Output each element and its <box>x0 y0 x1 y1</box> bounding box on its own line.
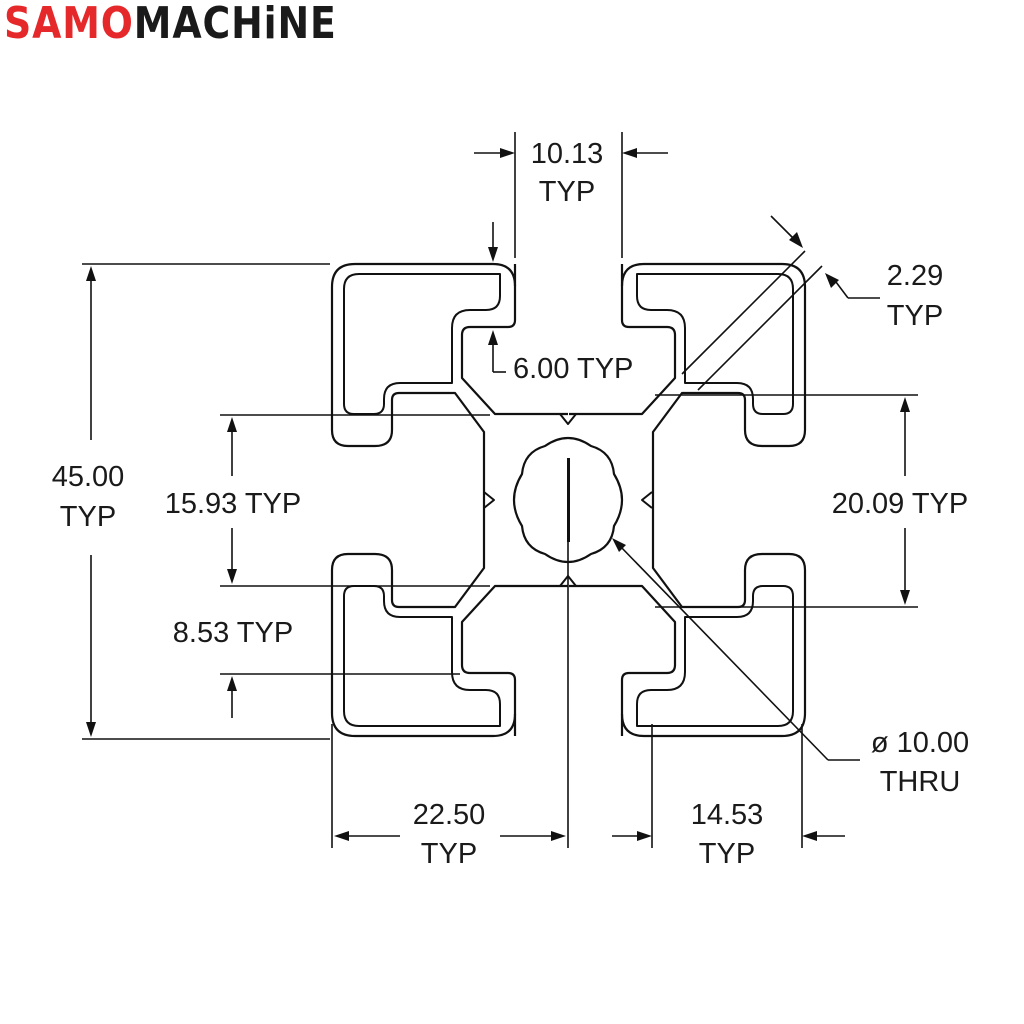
dim-corner-width-note: TYP <box>699 838 755 870</box>
brand-logo-part2: MACHiNE <box>133 0 337 49</box>
dim-corner-width-value: 14.53 <box>691 799 764 831</box>
dim-overall-value: 45.00 <box>52 461 125 493</box>
aluminum-profile-outline <box>330 262 807 848</box>
dim-slot-depth: 6.00 TYP <box>513 353 633 385</box>
dim-half-width-value: 22.50 <box>413 799 486 831</box>
dimension-lines <box>82 132 918 848</box>
dim-bore-value: ø 10.00 <box>871 727 969 759</box>
brand-logo-part1: SAMO <box>4 0 134 49</box>
dim-wall-note: TYP <box>887 300 943 332</box>
brand-logo: SAMOMACHiNE <box>4 0 337 50</box>
dim-bore-note: THRU <box>880 766 961 798</box>
dim-slot-width-value: 10.13 <box>531 138 604 170</box>
dim-wall-value: 2.29 <box>887 260 943 292</box>
dim-slot-width-note: TYP <box>539 176 595 208</box>
center-bore <box>512 436 624 564</box>
dim-half-width-note: TYP <box>421 838 477 870</box>
dim-lip: 8.53 TYP <box>173 617 293 649</box>
dim-overall-note: TYP <box>60 501 116 533</box>
dim-slot-spacing-left: 15.93 TYP <box>165 488 302 520</box>
dim-slot-spacing-right: 20.09 TYP <box>832 488 969 520</box>
dimension-labels: 10.13 TYP 2.29 TYP 6.00 TYP 45.00 TYP 15… <box>52 138 969 870</box>
